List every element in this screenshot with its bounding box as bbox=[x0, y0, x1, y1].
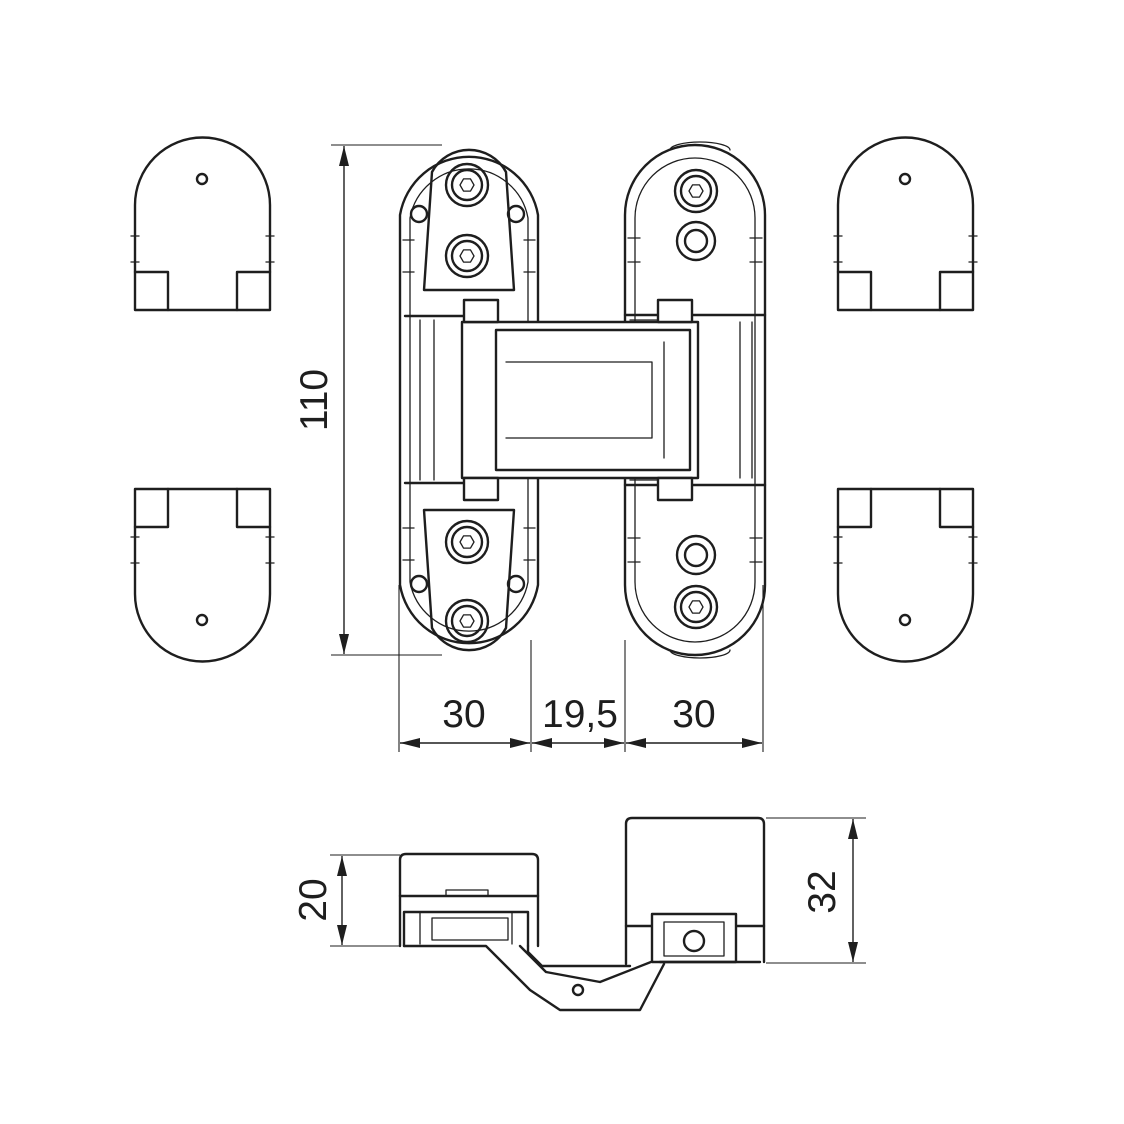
dimension-widths: 30 19,5 30 bbox=[398, 585, 764, 752]
hinge-arm bbox=[460, 298, 700, 502]
adjust-screw-icon bbox=[444, 519, 490, 565]
dimension-closed-depth: 20 bbox=[292, 854, 400, 947]
end-cap-bottom-left bbox=[129, 487, 276, 663]
end-cap-top-right bbox=[832, 136, 979, 312]
mount-hole-icon bbox=[675, 534, 717, 576]
dimension-height: 110 bbox=[293, 144, 442, 656]
hinge-left-body bbox=[398, 148, 540, 652]
adjust-screw-icon bbox=[444, 162, 490, 208]
hinge-right-body bbox=[623, 141, 767, 659]
dimension-gap-label: 19,5 bbox=[542, 693, 618, 736]
adjust-screw-icon bbox=[444, 598, 490, 644]
end-cap-bottom-right bbox=[832, 487, 979, 663]
mount-hole-icon bbox=[675, 220, 717, 262]
adjust-screw-icon bbox=[673, 584, 719, 630]
dimension-open-depth-label: 32 bbox=[801, 870, 844, 913]
dimension-open-depth: 32 bbox=[766, 817, 866, 964]
dimension-height-label: 110 bbox=[293, 369, 336, 431]
dimension-closed-depth-label: 20 bbox=[292, 878, 335, 921]
dimension-right-width-label: 30 bbox=[672, 693, 715, 736]
end-cap-top-left bbox=[129, 136, 276, 312]
side-view bbox=[398, 816, 766, 1012]
dimension-left-width-label: 30 bbox=[442, 693, 485, 736]
adjust-screw-icon bbox=[673, 168, 719, 214]
adjust-screw-icon bbox=[444, 233, 490, 279]
